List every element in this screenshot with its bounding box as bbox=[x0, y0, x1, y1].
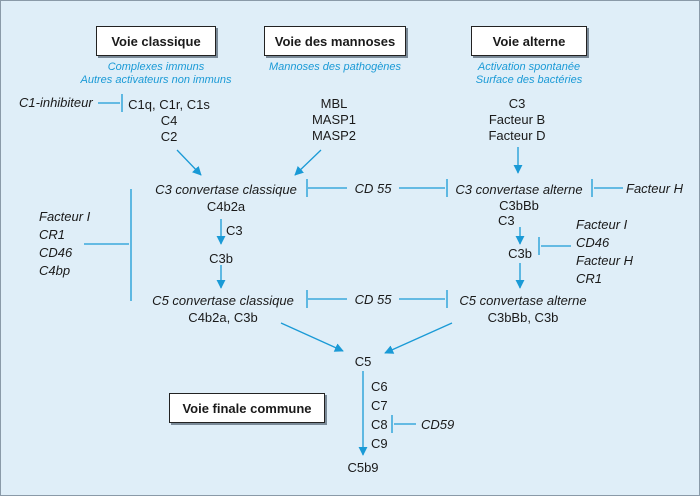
classical-activator-2: Autres activateurs non immuns bbox=[80, 74, 232, 86]
lectin-component-masp2: MASP2 bbox=[311, 128, 357, 143]
classical-regulator-3: CD46 bbox=[39, 245, 73, 260]
classical-c3-label: C3 bbox=[226, 223, 243, 238]
c1-inhibitor-label: C1-inhibiteur bbox=[19, 95, 93, 110]
lectin-component-masp1: MASP1 bbox=[311, 112, 357, 127]
classical-c5-convertase-formula: C4b2a, C3b bbox=[188, 310, 258, 325]
lectin-pathway-title: Voie des mannoses bbox=[274, 33, 396, 49]
alternative-regulator-2: CD46 bbox=[576, 235, 610, 250]
classical-component-c1: C1q, C1r, C1s bbox=[128, 97, 210, 112]
alternative-c3-label: C3 bbox=[498, 213, 515, 228]
classical-component-c2: C2 bbox=[160, 129, 178, 144]
factor-h-label: Facteur H bbox=[626, 181, 684, 196]
alternative-regulator-3: Facteur H bbox=[576, 253, 634, 268]
alternative-pathway-title: Voie alterne bbox=[492, 33, 566, 49]
alternative-c3-convertase-formula: C3bBb bbox=[499, 198, 539, 213]
classical-c3b-label: C3b bbox=[209, 251, 233, 266]
classical-regulator-2: CR1 bbox=[39, 227, 66, 242]
lectin-pathway-title-box: Voie des mannoses bbox=[264, 26, 406, 56]
lectin-component-mbl: MBL bbox=[320, 96, 348, 111]
classical-c3-convertase: C3 convertase classique bbox=[155, 182, 297, 197]
classical-c3-convertase-formula: C4b2a bbox=[206, 199, 246, 214]
arrow-alternative-c5-convertase-to-c5 bbox=[384, 322, 453, 354]
terminal-component-c6: C6 bbox=[371, 379, 388, 394]
classical-regulators: Facteur I CR1 CD46 C4bp bbox=[39, 208, 90, 280]
cd55-c3-label: CD 55 bbox=[354, 181, 392, 196]
alternative-regulator-1: Facteur I bbox=[576, 217, 628, 232]
alternative-component-factor-d: Facteur D bbox=[488, 128, 546, 143]
classical-pathway-title: Voie classique bbox=[111, 33, 201, 49]
alternative-regulators: Facteur I CD46 Facteur H CR1 bbox=[576, 216, 633, 288]
arrow-classical-c5-convertase-to-c5 bbox=[280, 322, 344, 352]
c5-label: C5 bbox=[354, 354, 372, 369]
classical-regulator-1: Facteur I bbox=[39, 209, 91, 224]
alternative-component-factor-b: Facteur B bbox=[488, 112, 546, 127]
arrow-classical-to-c3-convertase bbox=[176, 149, 202, 176]
arrow-lectin-to-c3-convertase bbox=[294, 149, 322, 176]
lectin-activator-1: Mannoses des pathogènes bbox=[268, 61, 402, 73]
alternative-pathway-title-box: Voie alterne bbox=[471, 26, 587, 56]
classical-c5-convertase: C5 convertase classique bbox=[152, 293, 294, 308]
classical-regulator-4: C4bp bbox=[39, 263, 71, 278]
alternative-c5-convertase: C5 convertase alterne bbox=[459, 293, 587, 308]
alternative-c3b-label: C3b bbox=[508, 246, 532, 261]
alternative-c3-convertase: C3 convertase alterne bbox=[455, 182, 583, 197]
terminal-pathway-title-box: Voie finale commune bbox=[169, 393, 325, 423]
terminal-pathway-title: Voie finale commune bbox=[182, 400, 312, 416]
terminal-component-c7: C7 bbox=[371, 398, 388, 413]
alternative-regulator-4: CR1 bbox=[576, 271, 603, 286]
terminal-component-c9: C9 bbox=[371, 436, 388, 451]
alternative-activator-2: Surface des bactéries bbox=[475, 74, 583, 86]
terminal-component-c8: C8 bbox=[371, 417, 388, 432]
cd59-label: CD59 bbox=[421, 417, 455, 432]
cd55-c5-label: CD 55 bbox=[354, 292, 392, 307]
classical-pathway-title-box: Voie classique bbox=[96, 26, 216, 56]
classical-component-c4: C4 bbox=[160, 113, 178, 128]
alternative-activator-1: Activation spontanée bbox=[477, 61, 581, 73]
classical-activator-1: Complexes immuns bbox=[107, 61, 205, 73]
mac-c5b9-label: C5b9 bbox=[347, 460, 379, 475]
alternative-component-c3: C3 bbox=[508, 96, 526, 111]
alternative-c5-convertase-formula: C3bBb, C3b bbox=[487, 310, 559, 325]
